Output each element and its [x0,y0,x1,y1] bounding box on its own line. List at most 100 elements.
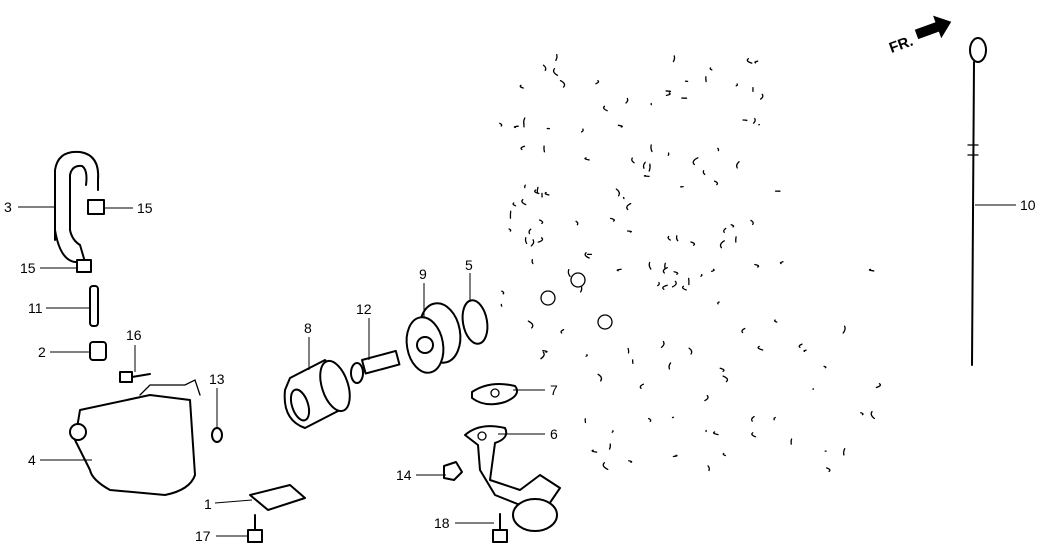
engine-sketch-stroke [751,432,757,438]
engine-sketch-stroke [722,375,729,383]
engine-sketch-stroke [746,58,753,64]
engine-sketch-stroke [512,202,517,207]
engine-sketch-stroke [773,416,776,421]
o-ring-5 [461,299,489,345]
pcv-valve [89,285,99,327]
label-4: 4 [28,452,36,468]
engine-sketch-stroke [754,263,760,268]
label-1: 1 [204,496,212,512]
engine-sketch-stroke [673,271,679,275]
engine-sketch-stroke [672,454,678,458]
engine-sketch-stroke [501,290,505,295]
engine-sketch-stroke [752,117,756,124]
grommet [89,341,107,361]
engine-sketch-stroke [671,280,677,288]
engine-sketch-stroke [722,452,726,457]
engine-sketch-stroke [717,301,720,305]
engine-sketch-stroke [602,105,608,112]
engine-sketch-stroke [627,230,632,233]
oil-filter [283,359,351,429]
engine-sketch-stroke [615,188,621,197]
engine-sketch-stroke [622,196,625,200]
engine-sketch-stroke [713,180,719,186]
engine-boss [597,314,613,330]
engine-sketch-stroke [843,448,846,456]
label-12: 12 [356,301,372,317]
engine-sketch-stroke [567,269,571,278]
engine-sketch-stroke [536,186,539,194]
engine-sketch-stroke [664,262,666,269]
engine-sketch-stroke [542,64,547,72]
engine-sketch-stroke [665,92,671,96]
engine-sketch-stroke [531,259,534,265]
engine-sketch-stroke [647,417,652,423]
engine-sketch-stroke [779,261,784,265]
engine-sketch-stroke [681,285,687,291]
engine-sketch-stroke [675,235,679,242]
engine-sketch-stroke [528,228,532,235]
engine-sketch-stroke [660,340,665,348]
engine-sketch-stroke [825,467,831,473]
engine-sketch-stroke [538,219,544,225]
engine-sketch-stroke [648,163,651,172]
engine-sketch-stroke [662,266,668,274]
engine-sketch-stroke [627,347,630,354]
engine-sketch-stroke [595,79,600,85]
breather-chamber [69,379,201,496]
engine-sketch-stroke [639,383,645,390]
label-8: 8 [304,320,312,336]
gasket [471,383,518,406]
engine-sketch-stroke [519,84,524,89]
engine-sketch-stroke [626,202,632,211]
engine-sketch-stroke [524,184,526,189]
label-7: 7 [550,382,558,398]
engine-boss [540,290,556,306]
engine-sketch-stroke [760,93,764,100]
engine-sketch-stroke [524,237,528,245]
engine-sketch-stroke [559,79,566,88]
engine-sketch-stroke [575,220,579,226]
engine-sketch-stroke [823,365,827,369]
dipstick [967,37,987,366]
engine-sketch-stroke [609,217,616,222]
label-15-lower: 15 [20,260,36,276]
engine-sketch-stroke [650,144,653,153]
engine-sketch-stroke [584,157,590,161]
hose-clamp-lower [76,259,92,273]
engine-sketch-stroke [707,465,710,472]
engine-sketch-stroke [735,83,739,87]
engine-sketch-stroke [580,285,583,293]
engine-sketch-stroke [508,228,512,232]
engine-sketch-stroke [688,347,693,355]
nut-14 [443,461,463,481]
engine-sketch-stroke [741,327,746,334]
engine-sketch-stroke [523,117,526,125]
engine-sketch-stroke [540,351,545,360]
engine-sketch-stroke [530,239,535,247]
engine-sketch-stroke [672,55,676,63]
engine-sketch-stroke [719,240,725,249]
engine-sketch-stroke [580,128,584,133]
engine-sketch-stroke [657,281,660,287]
engine-sketch-stroke [702,169,706,176]
engine-sketch-stroke [798,343,803,348]
bolt-16 [119,371,151,383]
hose-clamp-upper [87,199,105,215]
engine-sketch-stroke [750,219,754,226]
engine-sketch-stroke [537,237,544,243]
engine-sketch-stroke [499,122,503,127]
engine-sketch-stroke [611,430,614,433]
label-17: 17 [195,528,211,544]
engine-sketch-stroke [616,268,622,272]
engine-sketch-stroke [842,325,846,334]
center-bolt [350,349,401,384]
engine-sketch-stroke [709,67,713,71]
engine-sketch-stroke [597,373,603,382]
engine-sketch-stroke [555,53,558,62]
engine-sketch-stroke [520,145,526,151]
engine-sketch-stroke [665,90,672,93]
bolt-17 [247,514,263,543]
engine-sketch-stroke [711,268,715,272]
